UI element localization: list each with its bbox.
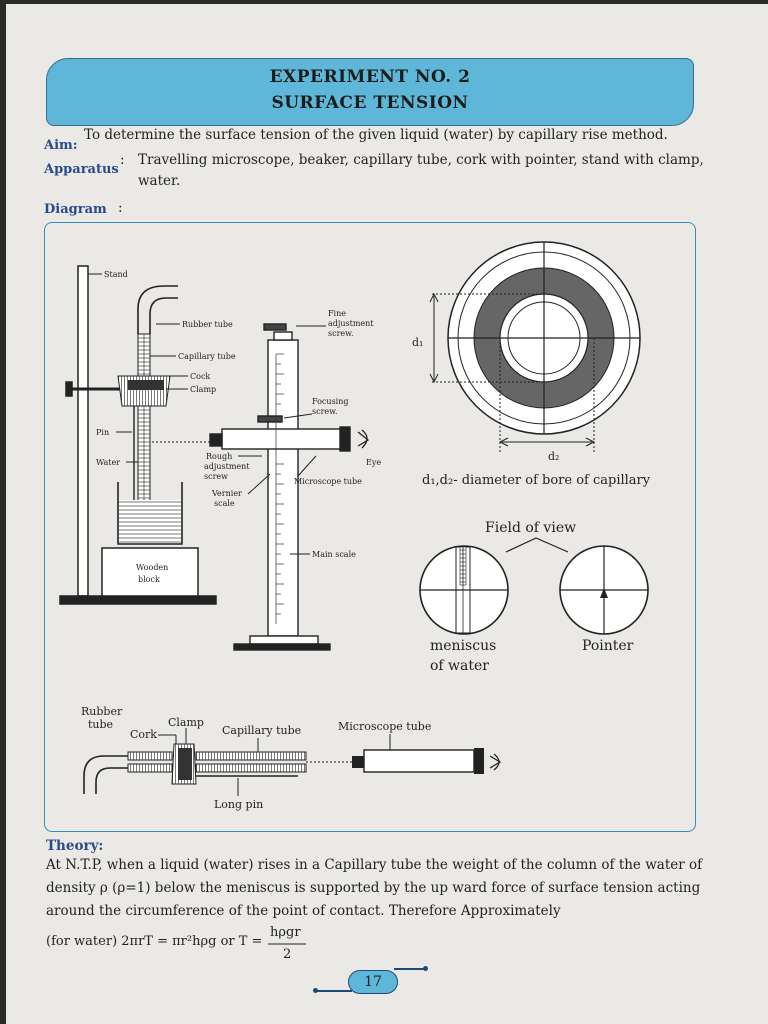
label-pointer: Pointer bbox=[582, 638, 634, 654]
page-dot-right bbox=[423, 966, 428, 971]
label-long-pin: Long pin bbox=[214, 798, 263, 811]
label-wooden-2: block bbox=[138, 575, 160, 584]
label-meniscus-1: meniscus bbox=[430, 638, 496, 654]
label-focusing-1: Focusing bbox=[312, 397, 349, 406]
formula-denominator: 2 bbox=[283, 947, 292, 962]
label-bottom-microscope: Microscope tube bbox=[338, 720, 431, 733]
eye-icon bbox=[357, 429, 370, 449]
label-eye: Eye bbox=[366, 458, 381, 467]
apparatus-label: Apparatus bbox=[44, 162, 119, 177]
label-fine-2: adjustment bbox=[328, 319, 374, 328]
label-capillary-tube: Capillary tube bbox=[178, 352, 236, 361]
label-vernier-1: Vernier bbox=[211, 489, 242, 498]
label-d1: d₁ bbox=[412, 336, 423, 349]
aim-text: To determine the surface tension of the … bbox=[84, 127, 668, 143]
beaker bbox=[117, 482, 183, 545]
label-bottom-cork: Cork bbox=[130, 728, 157, 741]
diagram-label: Diagram bbox=[44, 202, 107, 217]
title-banner: EXPERIMENT NO. 2 SURFACE TENSION bbox=[46, 58, 694, 126]
experiment-number: EXPERIMENT NO. 2 bbox=[269, 67, 471, 87]
stand bbox=[59, 265, 217, 605]
theory-line1: At N.T.P, when a liquid (water) rises in… bbox=[46, 857, 703, 873]
page-line-left bbox=[316, 990, 352, 992]
theory-label: Theory: bbox=[46, 838, 104, 854]
label-cock: Cock bbox=[190, 372, 210, 381]
pointer-view bbox=[559, 545, 649, 635]
label-stand: Stand bbox=[104, 270, 128, 279]
theory-line2: density ρ (ρ=1) below the meniscus is su… bbox=[46, 880, 701, 896]
field-of-view-title: Field of view bbox=[485, 520, 576, 536]
meniscus-view bbox=[419, 545, 509, 635]
wooden-block bbox=[101, 547, 199, 597]
label-meniscus-2: of water bbox=[430, 658, 489, 674]
rubber-tube bbox=[137, 285, 178, 334]
page-line-right bbox=[394, 968, 426, 970]
label-rough-3: screw bbox=[204, 472, 228, 481]
apparatus-line2: water. bbox=[138, 173, 181, 189]
aim-label: Aim: bbox=[44, 138, 78, 153]
label-rubber-tube: Rubber tube bbox=[182, 320, 233, 329]
label-wooden-1: Wooden bbox=[136, 563, 168, 572]
page-dot-left bbox=[313, 988, 318, 993]
label-fine-3: screw. bbox=[328, 329, 354, 338]
main-scale-ticks bbox=[275, 353, 284, 624]
label-pin: Pin bbox=[96, 428, 109, 437]
travelling-microscope bbox=[209, 323, 351, 651]
label-d2: d₂ bbox=[548, 450, 559, 463]
page-number: 17 bbox=[348, 970, 398, 994]
label-bottom-clamp: Clamp bbox=[168, 716, 204, 729]
label-bottom-rubber-2: tube bbox=[88, 718, 113, 731]
apparatus-colon: : bbox=[120, 152, 125, 168]
label-microscope-tube: Microscope tube bbox=[294, 477, 362, 486]
experiment-title: SURFACE TENSION bbox=[271, 93, 469, 113]
cork bbox=[117, 375, 171, 407]
horizontal-setup bbox=[83, 743, 502, 794]
label-focusing-2: screw. bbox=[312, 407, 338, 416]
label-bottom-capillary: Capillary tube bbox=[222, 724, 301, 737]
theory-formula: (for water) 2πrT = πr²hρg or T = bbox=[46, 934, 263, 949]
label-fine-1: Fine bbox=[328, 309, 346, 318]
label-water: Water bbox=[96, 458, 120, 467]
diagram-frame bbox=[44, 222, 696, 832]
diagram-colon: : bbox=[118, 200, 123, 216]
bore-caption: d₁,d₂- diameter of bore of capillary bbox=[422, 473, 651, 488]
apparatus-line1: Travelling microscope, beaker, capillary… bbox=[138, 152, 704, 168]
label-rough-2: adjustment bbox=[204, 462, 250, 471]
diagram-illustration: Stand Rubber tube Capillary tube Cock Cl… bbox=[59, 241, 651, 945]
formula-numerator: hρgr bbox=[270, 925, 301, 940]
capillary-tube bbox=[137, 333, 151, 513]
label-rough-1: Rough bbox=[206, 452, 232, 461]
label-vernier-2: scale bbox=[214, 499, 235, 508]
book-page: EXPERIMENT NO. 2 SURFACE TENSION Aim: To… bbox=[6, 4, 768, 1024]
capillary-bore bbox=[429, 241, 641, 452]
label-main-scale: Main scale bbox=[312, 550, 356, 559]
label-clamp: Clamp bbox=[190, 385, 216, 394]
label-bottom-rubber-1: Rubber bbox=[81, 705, 123, 718]
theory-line3: around the circumference of the point of… bbox=[46, 903, 561, 919]
